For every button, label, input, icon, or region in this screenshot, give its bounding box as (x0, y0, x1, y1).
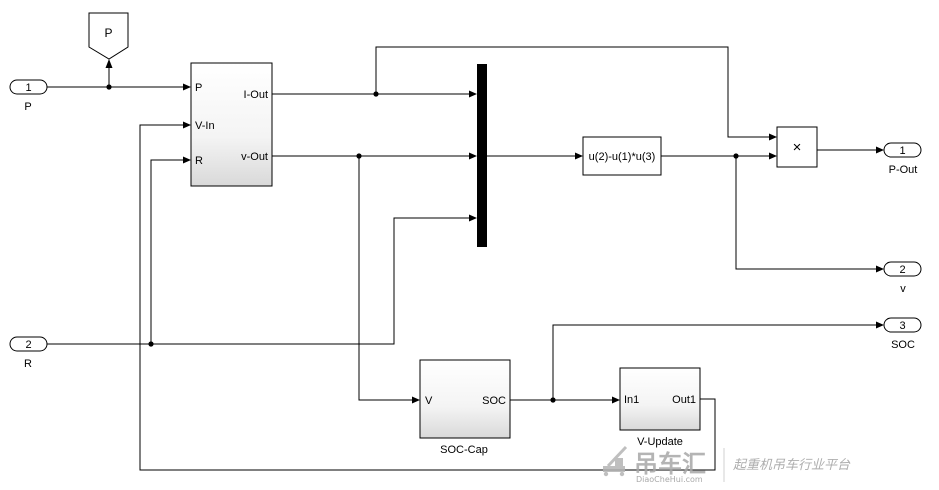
arrowhead (183, 83, 191, 91)
battery-input-v-in: V-In (195, 120, 215, 132)
arrowhead (412, 396, 420, 404)
fcn-expression: u(2)-u(1)*u(3) (589, 151, 656, 163)
arrowheads (105, 59, 884, 404)
watermark-domain: DiaoCheHui.com (636, 475, 703, 484)
battery-input-p: P (195, 82, 202, 94)
v-update-input-in1: In1 (624, 394, 639, 406)
outport-soc-number: 3 (899, 320, 905, 332)
junction-dot (373, 91, 379, 97)
inport-p[interactable]: 1 P (9, 79, 48, 113)
wire-v-out-soc[interactable] (358, 156, 412, 401)
junction-dot (356, 153, 362, 159)
product-block[interactable]: × (776, 126, 818, 168)
outport-soc[interactable]: 3 SOC (883, 317, 922, 351)
wire-r-battery[interactable] (150, 159, 183, 344)
wire-r-main[interactable] (47, 217, 469, 345)
v-update-label: V-Update (637, 436, 683, 448)
arrowhead (876, 265, 884, 273)
wire-soc-out[interactable] (552, 324, 876, 400)
outport-v[interactable]: 2 v (883, 261, 922, 295)
junction-dot (733, 153, 739, 159)
fcn-block[interactable]: u(2)-u(1)*u(3) (582, 136, 662, 176)
signal-wires (47, 46, 876, 471)
arrowhead (469, 152, 477, 160)
arrowhead (769, 152, 777, 160)
junction-dots (106, 84, 739, 403)
inport-r[interactable]: 2 R (9, 336, 48, 370)
arrowhead (876, 321, 884, 329)
arrowhead (469, 214, 477, 222)
wire-v-feedback[interactable] (139, 124, 716, 471)
arrowhead (769, 133, 777, 141)
outport-v-number: 2 (899, 264, 905, 276)
battery-output-i-out: I-Out (244, 89, 268, 101)
outport-soc-label: SOC (891, 339, 915, 351)
mux-block[interactable] (477, 64, 487, 247)
junction-dot (106, 84, 112, 90)
soc-cap-block[interactable]: V SOC SOC-Cap (419, 359, 511, 456)
goto-block-p[interactable]: P (88, 12, 129, 60)
watermark: 吊车汇 DiaoCheHui.com 起重机吊车行业平台 (603, 445, 851, 484)
outport-p-out-label: P-Out (889, 164, 918, 176)
arrowhead (575, 152, 583, 160)
wire-fcn-out-v[interactable] (735, 156, 876, 270)
v-update-output-out1: Out1 (672, 394, 696, 406)
arrowhead (469, 90, 477, 98)
arrowhead (876, 146, 884, 154)
junction-dot (148, 341, 154, 347)
outport-p-out[interactable]: 1 P-Out (883, 142, 922, 176)
v-update-block[interactable]: In1 Out1 V-Update (619, 367, 701, 448)
battery-subsystem-block[interactable]: P V-In R I-Out v-Out (190, 62, 273, 187)
junction-dot (550, 397, 556, 403)
watermark-brand: 吊车汇 (634, 450, 706, 478)
inport-r-number: 2 (25, 339, 31, 351)
arrowhead (183, 121, 191, 129)
inport-p-number: 1 (25, 82, 31, 94)
battery-output-v-out: v-Out (241, 151, 268, 163)
arrowhead (183, 156, 191, 164)
outport-v-label: v (900, 283, 906, 295)
product-symbol: × (793, 139, 802, 156)
battery-input-r: R (195, 155, 203, 167)
watermark-slogan: 起重机吊车行业平台 (733, 458, 851, 473)
crane-logo-icon (603, 445, 628, 477)
soc-cap-input-v: V (425, 395, 433, 407)
soc-cap-output-soc: SOC (482, 395, 506, 407)
goto-tag-label: P (104, 26, 112, 40)
arrowhead (612, 396, 620, 404)
wire-i-out-product[interactable] (375, 46, 769, 138)
inport-p-label: P (24, 101, 31, 113)
soc-cap-label: SOC-Cap (440, 444, 488, 456)
inport-r-label: R (24, 358, 32, 370)
arrowhead (105, 59, 113, 68)
outport-p-out-number: 1 (899, 145, 905, 157)
